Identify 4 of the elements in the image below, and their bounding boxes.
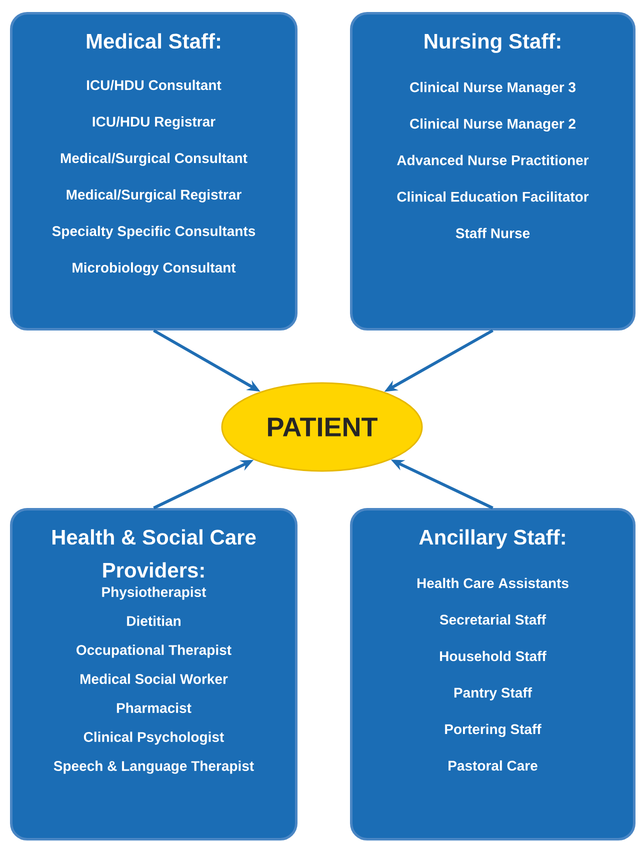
staff-box: Ancillary Staff: Health Care Assistants Secretarial Staff Household Staff Pantry Staff Portering Staff Pastoral Care (350, 508, 636, 840)
staff-box: Medical Staff: ICU/HDU Consultant ICU/HDU Registrar Medical/Surgical Consultant Medical/Surgical Registrar Specialty Specific Consultants Microbiology Consultant (10, 12, 298, 330)
staff-box: Health & Social Care Providers: Physiotherapist Dietitian Occupational Therapist Medical Social Worker Pharmacist Clinical Psychologist Speech & Language Therapist (10, 508, 298, 840)
staff-box: Nursing Staff: Clinical Nurse Manager 3 Clinical Nurse Manager 2 Advanced Nurse Practitioner Clinical Education Facilitator Staff Nurse (350, 12, 636, 330)
